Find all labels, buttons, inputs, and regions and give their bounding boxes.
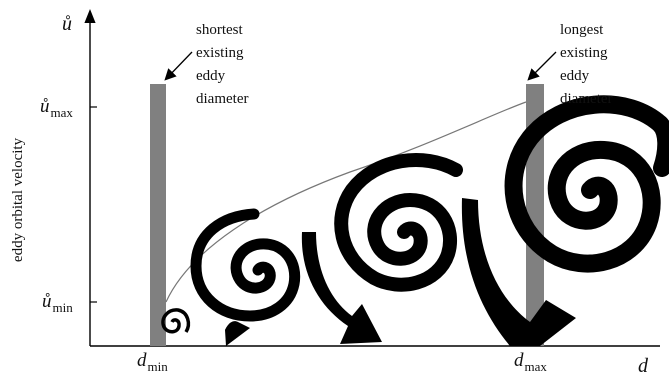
x-axis-symbol: d <box>638 355 649 377</box>
eddy-spirals <box>161 95 669 346</box>
y-min-subscript: min <box>53 300 74 315</box>
shortest-line-3: eddy <box>196 68 226 84</box>
eddy-spiral-medium <box>334 153 463 292</box>
shortest-diameter-annotation: shortest existing eddy diameter <box>196 22 248 107</box>
shortest-line-4: diameter <box>196 91 248 107</box>
x-max-subscript: max <box>525 359 548 374</box>
longest-diameter-annotation: longest existing eddy diameter <box>560 22 612 107</box>
eddy-spiral-tiny <box>161 308 191 334</box>
eddy-spiral-large <box>504 95 669 273</box>
longest-line-3: eddy <box>560 68 590 84</box>
shortest-diameter-bar <box>150 84 166 346</box>
eddy-spiral-large-arc <box>651 115 669 177</box>
longest-line-4: diameter <box>560 91 612 107</box>
eddy-spiral-small-tail <box>225 321 250 346</box>
x-min-label: dmin <box>137 350 168 374</box>
y-axis-title: eddy orbital velocity <box>10 137 26 262</box>
y-axis-symbol: ů <box>62 13 72 35</box>
y-max-subscript: max <box>51 105 74 120</box>
eddy-spiral-large-tail <box>461 198 576 346</box>
y-min-label: ůmin <box>42 291 73 315</box>
y-max-symbol: ů <box>40 96 50 117</box>
y-max-label: ůmax <box>40 96 73 120</box>
longest-annotation-arrow <box>527 51 557 81</box>
shortest-line-1: shortest <box>196 22 243 38</box>
longest-line-2: existing <box>560 45 608 61</box>
y-min-symbol: ů <box>42 291 52 312</box>
longest-line-1: longest <box>560 22 604 38</box>
x-min-symbol: d <box>137 350 147 371</box>
shortest-annotation-arrow <box>164 51 193 81</box>
x-max-label: dmax <box>514 350 547 374</box>
x-max-symbol: d <box>514 350 524 371</box>
eddy-spiral-small <box>190 208 301 322</box>
x-min-subscript: min <box>148 359 169 374</box>
eddy-spiral-medium-tail <box>301 232 382 344</box>
shortest-line-2: existing <box>196 45 244 61</box>
